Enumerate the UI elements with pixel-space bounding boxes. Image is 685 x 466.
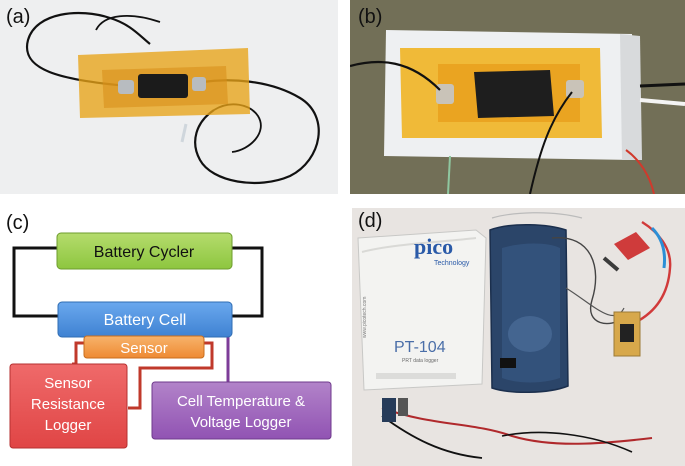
battery-cycler-label: Battery Cycler	[94, 244, 195, 261]
temp-logger-line-1: Cell Temperature &	[177, 393, 305, 410]
pico-brand-sub: Technology	[434, 260, 470, 267]
battery-cell-label: Battery Cell	[104, 312, 187, 329]
temperature-voltage-logger-box	[151, 381, 332, 440]
pt104-logger-body	[357, 229, 487, 391]
photo-panel-b: (b)	[350, 0, 685, 194]
panel-label-b: (b)	[358, 6, 383, 28]
pt104-model: PT-104	[394, 339, 446, 356]
temp-logger-line-2: Voltage Logger	[191, 414, 292, 431]
sensor-wire-right	[128, 341, 214, 410]
cycler-wire-right	[232, 246, 264, 318]
photo-sensor-on-kapton	[0, 0, 338, 194]
pico-brand: pico	[414, 234, 453, 259]
sensor-logger-line-1: Sensor	[44, 375, 92, 392]
pt104-model-sub: PRT data logger	[402, 358, 439, 364]
photo-panel-a: (a)	[0, 0, 338, 194]
panel-label-c: (c)	[6, 212, 30, 234]
photo-sensor-on-cell	[350, 0, 685, 194]
sensor-logger-line-2: Resistance	[31, 396, 105, 413]
sensor-box	[83, 335, 205, 359]
battery-cycler-box	[56, 232, 233, 270]
sensor-label: Sensor	[120, 340, 168, 357]
setup-diagram: Battery Cycler Battery Cell Sensor Senso…	[9, 232, 332, 449]
panel-label-a: (a)	[6, 6, 31, 28]
sensor-logger-line-3: Logger	[45, 417, 92, 434]
cycler-wire-left	[12, 246, 58, 318]
diagram-panel-c: Battery Cycler Battery Cell Sensor Senso…	[0, 204, 340, 466]
photo-measurement-setup: pico Technology PT-104 PRT data logger w…	[352, 208, 685, 466]
pico-url: www.picotech.com	[362, 297, 368, 338]
sensor-resistance-logger-box	[9, 363, 128, 449]
photo-panel-d: pico Technology PT-104 PRT data logger w…	[352, 208, 685, 466]
panel-label-d: (d)	[358, 210, 383, 232]
